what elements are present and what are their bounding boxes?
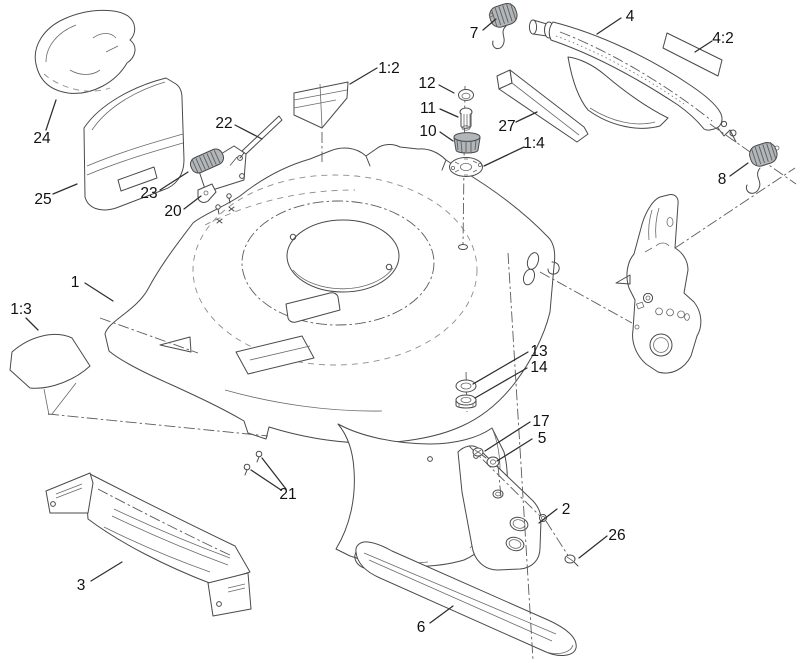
part-7-spring [488,2,518,50]
callout-4-2: 4:2 [712,30,734,47]
decal-1-3 [9,334,91,416]
callout-27: 27 [498,118,515,135]
callout-3: 3 [77,577,86,594]
part-handle-bracket [615,194,702,374]
part-27-bar [496,69,589,143]
callout-4: 4 [626,8,635,25]
part-4-tube [528,19,737,143]
part-14-nut [455,394,477,409]
part-12-grommet [458,89,474,101]
part-1-4-washer-plate [449,157,483,177]
callout-5: 5 [538,430,547,447]
part-8-spring [745,141,780,194]
callout-14: 14 [530,359,548,376]
callout-22: 22 [215,115,232,132]
part-22-rod [239,115,283,159]
part-2-bracket [457,445,547,571]
part-21-screws [243,450,263,476]
part-6-skirt [354,541,577,656]
part-5-washer [486,456,500,468]
callout-20: 20 [164,203,182,220]
callout-6: 6 [417,619,426,636]
callout-1-4: 1:4 [523,135,545,152]
part-11-bolt [459,107,473,131]
part-13-washer [455,379,477,393]
part-23-spring [189,148,225,174]
callout-21: 21 [279,486,296,503]
part-26-screw [564,554,579,567]
callout-17: 17 [532,413,549,430]
callout-10: 10 [419,123,437,140]
part-10-knob [453,132,481,154]
part-23-bracket [189,145,247,193]
callout-1: 1 [71,274,80,291]
callout-leaders [25,17,749,624]
part-24-grip [34,9,136,94]
callout-1-2: 1:2 [378,60,400,77]
part-17-bolt [472,447,487,459]
decal-4-2 [662,32,723,77]
decal-1-2 [293,81,349,129]
callout-25: 25 [34,191,51,208]
callout-26: 26 [608,527,625,544]
callout-13: 13 [530,343,547,360]
callout-1-3: 1:3 [10,301,32,318]
hardware [243,89,579,567]
callout-24: 24 [33,130,51,147]
callout-23: 23 [140,185,157,202]
callout-7: 7 [470,25,479,42]
part-housing-deck [104,144,560,444]
callout-8: 8 [718,171,727,188]
callout-labels: 1 1:2 1:3 1:4 2 3 4 4:2 5 6 7 8 10 11 12… [10,8,734,636]
callout-2: 2 [562,501,571,518]
part-3-bumper-bracket [45,472,252,617]
deck-spindle-hole [458,244,468,250]
callout-12: 12 [418,75,435,92]
callout-11: 11 [420,100,436,117]
part-25-shield [83,77,185,211]
